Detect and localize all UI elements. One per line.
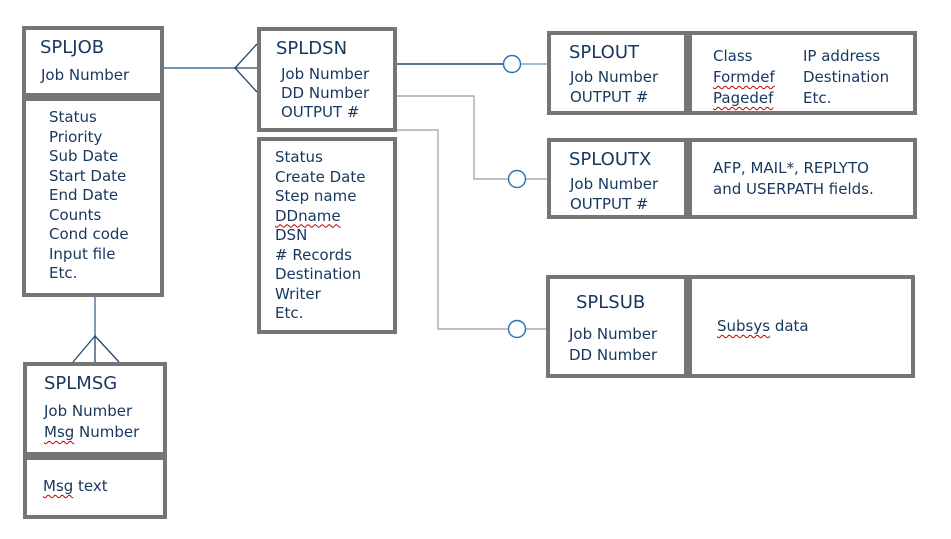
detail-item-misspelled: Formdef [713,68,775,86]
attribute-item: # Records [275,245,352,264]
attribute-item: Cond code [49,225,129,243]
spljob-splmsg-connector [72,297,120,363]
splsub-entity-box: SPLSUB Job Number DD Number [546,275,688,378]
splsub-details-box: Subsys data [688,275,915,378]
misspelled-word: Msg [44,423,75,441]
spldsn-attributes-box: Status Create Date Step name DDname DSN … [257,137,397,334]
splmsg-attributes-box: Msg text [23,456,167,519]
attribute-item: Priority [49,127,103,146]
cardinality-circle-icon [502,54,522,74]
splmsg-header-box: SPLMSG Job Number Msg Number [23,362,167,456]
key-field: Job Number [41,66,130,84]
attribute-item: Counts [49,205,102,224]
spldsn-splsub-connector [397,129,546,339]
attribute-item: Sub Date [49,147,119,165]
entity-title: SPLSUB [576,292,646,313]
key-field: OUTPUT # [281,103,360,121]
spldsn-sploutx-connector [397,95,547,189]
detail-item-misspelled: Pagedef [713,89,774,107]
sploutx-entity-box: SPLOUTX Job Number OUTPUT # [547,138,688,219]
misspelled-word: Subsys [717,317,771,335]
key-field: Job Number [281,65,370,83]
key-field: Job Number [570,175,659,193]
attribute-item: Etc. [275,304,304,322]
attribute-item: Status [49,108,97,126]
detail-line: and USERPATH fields. [713,179,874,198]
key-field: DD Number [569,346,658,364]
attribute-item: Start Date [49,166,127,185]
detail-item: Etc. [803,89,832,107]
spljob-attributes-box: Status Priority Sub Date Start Date End … [22,97,164,297]
key-field: Job Number [44,402,133,420]
entity-title: SPLOUTX [569,149,652,170]
attribute-item: Input file [49,244,116,263]
key-field: OUTPUT # [570,88,649,106]
misspelled-word: Msg [43,477,74,495]
attribute-item: End Date [49,186,119,204]
attribute-item: Destination [275,265,362,283]
detail-item: Destination [803,68,890,86]
attribute-item: Writer [275,284,321,303]
splout-details-box: Class Formdef Pagedef IP address Destina… [688,31,917,115]
entity-title: SPLMSG [44,373,118,394]
attribute-item: Create Date [275,167,366,186]
entity-title: SPLDSN [276,38,348,59]
key-field: OUTPUT # [570,195,649,213]
key-field: DD Number [281,84,370,102]
spljob-header-box: SPLJOB Job Number [22,26,164,97]
attribute-item-misspelled: DDname [275,206,341,225]
sploutx-details-box: AFP, MAIL*, REPLYTO and USERPATH fields. [688,138,917,219]
attribute-item: DSN [275,226,308,244]
attribute-item: Status [275,148,323,166]
spldsn-header-box: SPLDSN Job Number DD Number OUTPUT # [257,27,397,132]
crowfoot-icon [72,334,120,363]
detail-item: Class [713,47,753,65]
cardinality-circle-icon [507,169,527,189]
key-field: Job Number [570,68,659,86]
detail-line: AFP, MAIL*, REPLYTO [713,158,869,177]
key-field: Job Number [569,325,658,343]
attribute-item: Msg text [43,477,108,495]
detail-line: Subsys data [717,317,809,335]
entity-title: SPLJOB [40,37,105,58]
spljob-spldsn-connector [164,43,258,93]
entity-title: SPLOUT [569,42,640,63]
attribute-item: Step name [275,187,357,205]
cardinality-circle-icon [507,319,527,339]
detail-item: IP address [803,47,881,65]
crowfoot-icon [233,43,258,93]
attribute-item: Etc. [49,264,78,282]
splout-entity-box: SPLOUT Job Number OUTPUT # [547,31,688,115]
spldsn-splout-connector [397,54,547,74]
key-field: Msg Number [44,423,140,441]
